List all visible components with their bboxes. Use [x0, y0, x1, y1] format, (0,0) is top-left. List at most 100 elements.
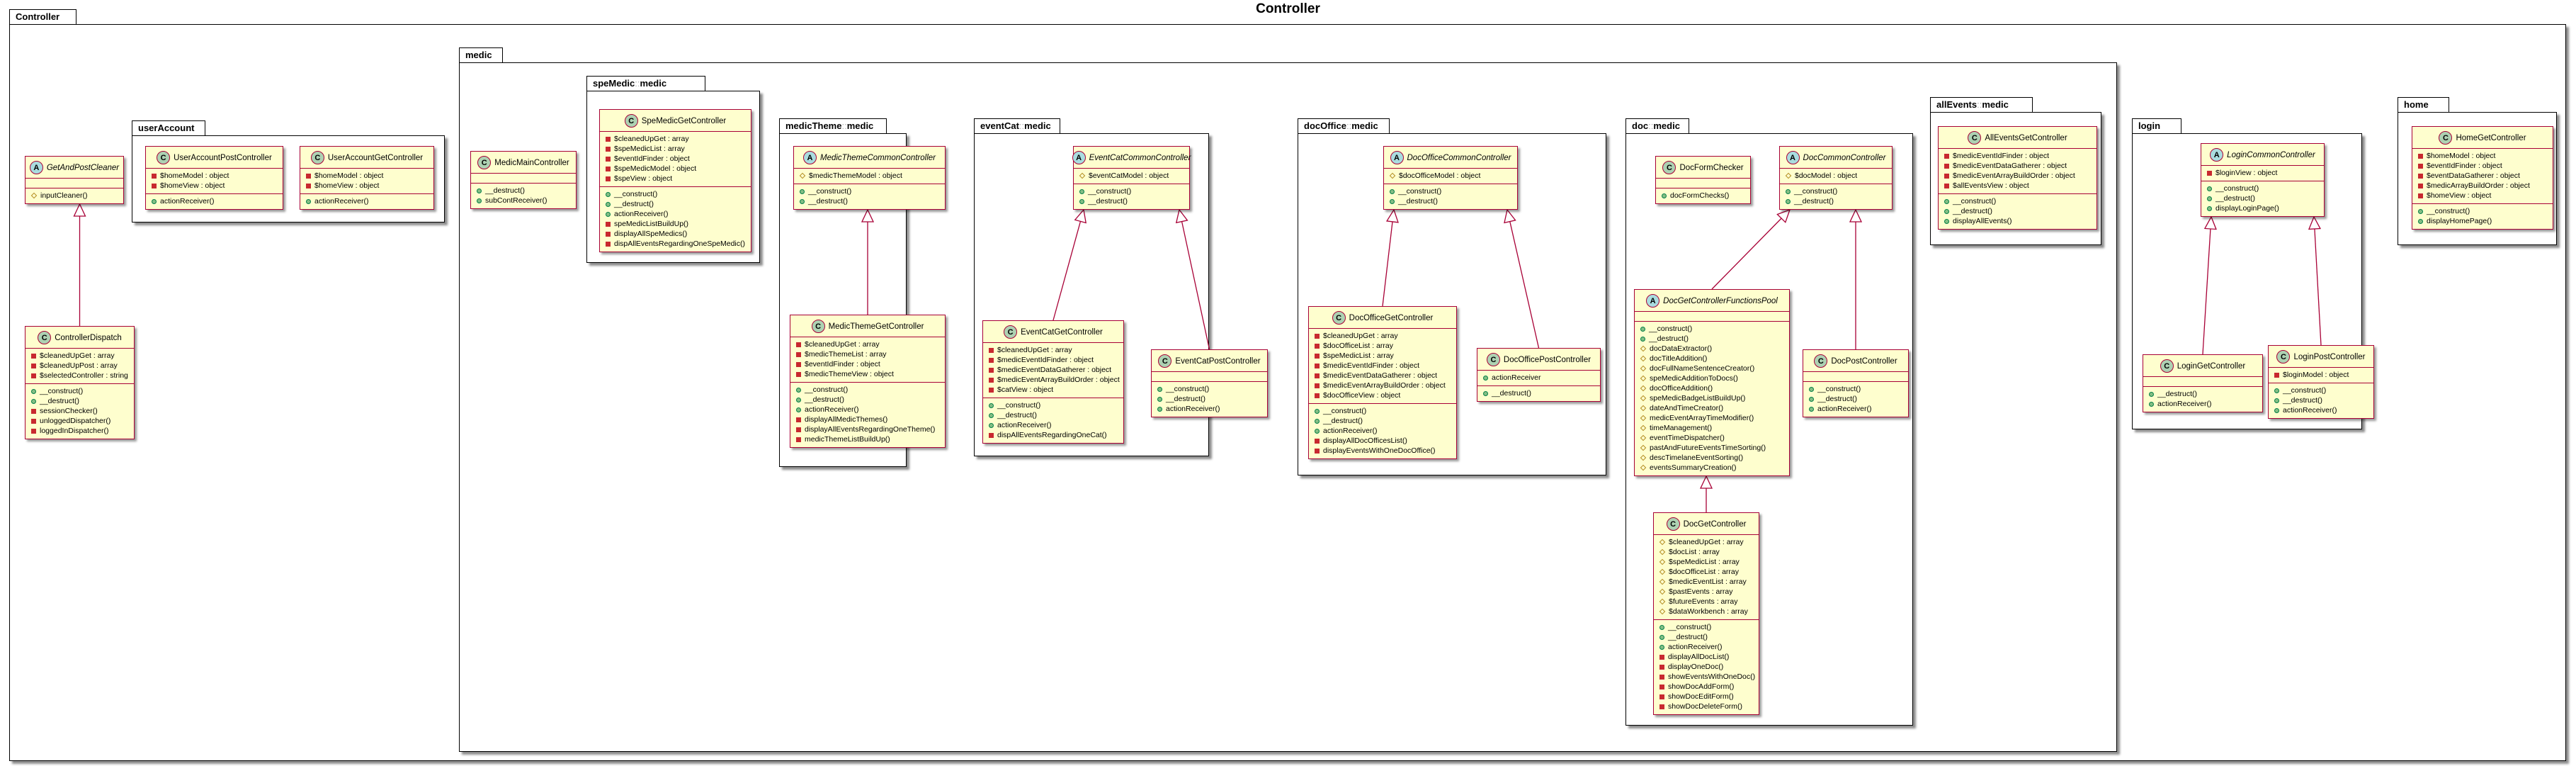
class-icon: C	[2439, 131, 2453, 145]
class-methods: __construct()__destruct()displayLoginPag…	[2201, 181, 2324, 216]
member-text: __construct()	[1088, 187, 1132, 196]
member-text: $homeView : object	[160, 181, 225, 190]
member-text: actionReceiver()	[1323, 427, 1378, 435]
member-text: dateAndTimeCreator()	[1650, 404, 1724, 412]
member: displayAllMedicThemes()	[796, 415, 941, 424]
member: $medicEventDataGatherer : object	[1315, 371, 1452, 381]
private-marker-icon	[1944, 173, 1949, 179]
public-marker-icon	[989, 422, 994, 428]
member: dispAllEventsRegardingOneSpeMedic()	[606, 239, 747, 249]
inheritance-line	[1181, 221, 1210, 350]
public-marker-icon	[2149, 391, 2154, 397]
member: displayAllSpeMedics()	[606, 229, 747, 239]
member-text: sessionChecker()	[40, 407, 98, 415]
package-name: allEvents	[1936, 99, 1978, 110]
protected-marker-icon	[1389, 172, 1396, 179]
member-text: __construct()	[1953, 197, 1997, 205]
inheritance-line	[2314, 228, 2322, 346]
protected-marker-icon	[1640, 345, 1647, 352]
member-text: __construct()	[1323, 407, 1367, 415]
public-marker-icon	[1659, 634, 1664, 640]
member-text: displayAllMedicThemes()	[805, 415, 888, 424]
class-icon: C	[1814, 354, 1828, 368]
member-text: speMedicListBuildUp()	[614, 220, 689, 228]
member: $eventIdFinder : object	[2418, 161, 2548, 171]
member-text: __construct()	[2215, 184, 2259, 193]
public-marker-icon	[152, 198, 157, 204]
member-text: $futureEvents : array	[1669, 597, 1738, 606]
member: __destruct()	[1640, 334, 1785, 344]
private-marker-icon	[989, 377, 994, 383]
public-marker-icon	[1659, 624, 1664, 630]
member: actionReceiver()	[1809, 404, 1904, 414]
member-text: $medicEventArrayBuildOrder : object	[1323, 381, 1446, 390]
member: $cleanedUpGet : array	[989, 345, 1119, 355]
member: docOfficeAddition()	[1640, 383, 1785, 393]
member: $docModel : object	[1785, 171, 1888, 181]
protected-marker-icon	[1659, 608, 1666, 615]
member: $eventCatModel : object	[1079, 171, 1185, 181]
member: __construct()	[1944, 196, 2092, 206]
public-marker-icon	[1809, 406, 1814, 412]
private-marker-icon	[1315, 343, 1320, 349]
private-marker-icon	[1315, 333, 1320, 339]
member: speMedicAdditionToDocs()	[1640, 373, 1785, 383]
member-text: $homeModel : object	[2427, 152, 2496, 160]
member-text: __destruct()	[1323, 417, 1363, 425]
member: __construct()	[2418, 206, 2548, 216]
class-name: DocOfficePostController	[1503, 355, 1591, 364]
member: $loginModel : object	[2274, 370, 2369, 380]
member-text: displayHomePage()	[2427, 217, 2492, 225]
member-text: $pastEvents : array	[1669, 587, 1733, 596]
member-text: dispAllEventsRegardingOneSpeMedic()	[614, 240, 746, 248]
public-marker-icon	[2207, 205, 2212, 211]
member: actionReceiver()	[1659, 642, 1754, 652]
public-marker-icon	[1640, 336, 1645, 342]
package-name: medic	[465, 50, 492, 60]
member: $medicThemeView : object	[796, 369, 941, 379]
package-useraccount	[132, 135, 445, 223]
member: $cleanedUpGet : array	[796, 339, 941, 349]
member: $medicThemeModel : object	[799, 171, 941, 181]
public-marker-icon	[306, 198, 311, 204]
class-icon: C	[1968, 131, 1982, 145]
member-text: __destruct()	[40, 397, 80, 405]
member: descTimelaneEventSorting()	[1640, 453, 1785, 463]
package-tab-home: home	[2398, 97, 2449, 113]
protected-marker-icon	[1640, 405, 1647, 412]
protected-marker-icon	[1640, 385, 1647, 392]
private-marker-icon	[1315, 438, 1320, 444]
package-name: medicTheme	[785, 120, 842, 131]
member-text: __destruct()	[1817, 395, 1858, 403]
protected-marker-icon	[1079, 172, 1086, 179]
private-marker-icon	[31, 373, 36, 378]
class-name: MedicMainController	[494, 158, 569, 167]
private-marker-icon	[796, 351, 801, 357]
member: $selectedController : string	[31, 371, 130, 381]
member: __construct()	[1079, 186, 1185, 196]
class-icon: C	[1666, 517, 1680, 531]
class-methods: __construct()__destruct()displayAllEvent…	[1939, 193, 2096, 229]
protected-marker-icon	[1640, 365, 1647, 372]
member: $docList : array	[1659, 547, 1754, 557]
member: $speMedicList : array	[1315, 351, 1452, 361]
member-text: __destruct()	[2157, 390, 2198, 398]
protected-marker-icon	[30, 192, 38, 199]
member-text: showEventsWithOneDoc()	[1668, 672, 1756, 681]
member: medicEventArrayTimeModifier()	[1640, 413, 1785, 423]
class-methods: __construct()__destruct()actionReceiver(…	[1803, 381, 1908, 417]
class-name: AllEventsGetController	[1985, 133, 2067, 142]
class-fields: $docOfficeModel : object	[1384, 168, 1517, 184]
public-marker-icon	[1483, 390, 1488, 396]
